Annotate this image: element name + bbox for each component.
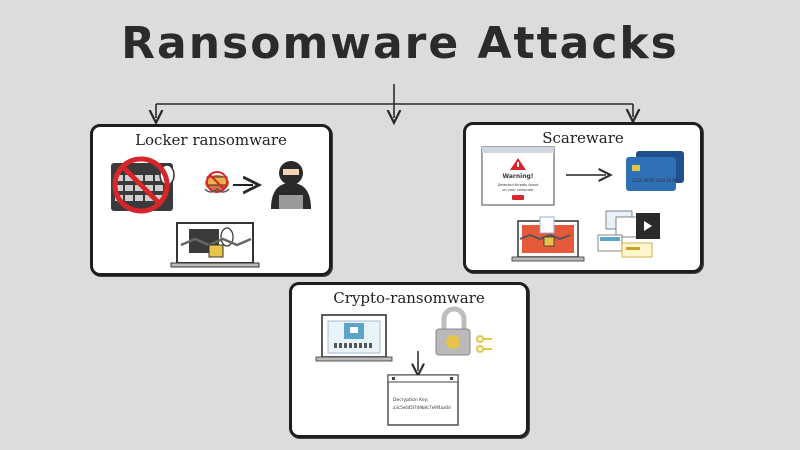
scareware-title: Scareware [542, 129, 624, 147]
crypto-ransomware-panel: Crypto-ransomware [289, 282, 529, 438]
warning-title: Warning! [502, 173, 533, 180]
hacker-icon [271, 161, 311, 209]
decryption-key-value: a3c5e6d5f7d9b8c7e9f4aa0d [393, 405, 451, 410]
locker-ransomware-panel: Locker ransomware [90, 124, 332, 276]
popup-windows-icon [597, 210, 660, 258]
decryption-key-label: Decryption Key: [393, 397, 428, 403]
warning-body-2: on your computer [502, 188, 534, 192]
warning-body-1: Detected threats found [498, 183, 539, 187]
locked-device-icon [204, 171, 230, 193]
scareware-panel: Scareware Warning! Detected threats foun… [463, 122, 703, 273]
prohibited-icon [112, 156, 170, 214]
page-title: Ransomware Attacks [121, 18, 679, 69]
credit-card-icon: 1234 5678 1234 5678 [626, 151, 684, 191]
locked-laptop-icon [315, 314, 393, 362]
chained-laptop-icon [511, 216, 585, 262]
warning-dialog-icon: Warning! Detected threats found on your … [481, 146, 555, 206]
card-number: 1234 5678 1234 5678 [632, 178, 677, 183]
crypto-ransomware-title: Crypto-ransomware [333, 289, 485, 307]
padlock-keys-icon [435, 306, 492, 356]
chained-laptop-icon [170, 222, 260, 268]
locker-ransomware-title: Locker ransomware [135, 131, 287, 149]
decryption-window-icon: Decryption Key: a3c5e6d5f7d9b8c7e9f4aa0d [387, 374, 459, 426]
